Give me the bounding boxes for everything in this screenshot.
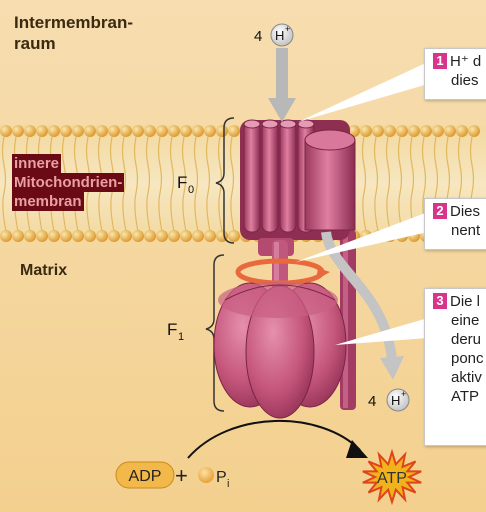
proton-ion-in bbox=[270, 23, 294, 47]
callout-3-line3: deru bbox=[451, 331, 482, 348]
callout-1-line2: dies bbox=[451, 72, 479, 89]
proton-out-charge: + bbox=[401, 389, 406, 399]
callout-3-line1: Die l bbox=[450, 293, 481, 310]
callout-3-line5: aktiv bbox=[451, 369, 482, 386]
proton-in-arrow bbox=[268, 48, 296, 122]
proton-ion-out bbox=[386, 388, 410, 412]
f0-label: F bbox=[177, 173, 187, 192]
f1-head bbox=[213, 282, 347, 419]
callout-3-line4: ponc bbox=[451, 350, 484, 367]
adp-label: ADP bbox=[129, 468, 162, 485]
inner-membrane-label-line1: innere bbox=[12, 154, 62, 173]
callout-2-pointer bbox=[296, 212, 428, 262]
plus-sign: + bbox=[175, 463, 188, 488]
f1-brace bbox=[205, 254, 225, 412]
proton-out-ion: H bbox=[391, 393, 400, 408]
f0-brace bbox=[215, 117, 235, 244]
inner-membrane-label: innere Mitochondrien- membran bbox=[12, 154, 125, 211]
f0-label-sub: 0 bbox=[188, 184, 194, 196]
proton-out-count: 4 bbox=[368, 393, 376, 410]
proton-in-ion: H bbox=[275, 28, 284, 43]
callout-1-pointer bbox=[298, 62, 428, 122]
callout-3-line6: ATP bbox=[451, 388, 480, 405]
callout-2-line2: nent bbox=[451, 222, 481, 239]
callout-3-pointer bbox=[335, 318, 428, 345]
f1-label: F bbox=[167, 320, 177, 339]
intermembrane-label-line2: raum bbox=[14, 34, 56, 53]
atp-burst bbox=[362, 448, 422, 506]
callout-2-number: 2 bbox=[433, 203, 447, 219]
callout-1-number: 1 bbox=[433, 53, 447, 69]
callout-3-number: 3 bbox=[433, 293, 447, 309]
pi-label: P bbox=[216, 469, 227, 486]
intermembrane-label-line1: Intermembran- bbox=[14, 13, 134, 32]
pi-bubble bbox=[198, 467, 214, 483]
intermembrane-space-label: Intermembran- raum bbox=[14, 12, 133, 54]
callout-1-line1: H⁺ d bbox=[450, 53, 482, 70]
f1-label-sub: 1 bbox=[178, 331, 184, 343]
f0-rotor-ring bbox=[240, 119, 356, 240]
matrix-label: Matrix bbox=[20, 262, 68, 279]
inner-membrane-label-line2: Mitochondrien- bbox=[12, 173, 125, 192]
atp-label: ATP bbox=[377, 470, 407, 487]
reaction-arrow bbox=[187, 419, 361, 459]
inner-membrane-label-line3: membran bbox=[12, 192, 84, 211]
pi-label-sub: i bbox=[227, 478, 229, 490]
proton-in-count: 4 bbox=[254, 28, 262, 45]
proton-in-charge: + bbox=[285, 24, 290, 34]
callout-3-line2: eine bbox=[451, 312, 480, 329]
callout-2-line1: Dies bbox=[450, 203, 481, 220]
reaction-arrowhead bbox=[346, 440, 368, 458]
adp-badge bbox=[115, 461, 175, 489]
